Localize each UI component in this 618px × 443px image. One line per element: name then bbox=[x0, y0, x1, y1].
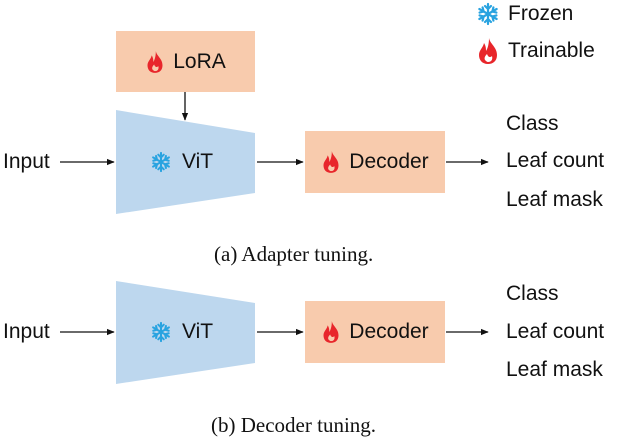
snowflake-icon bbox=[150, 151, 172, 173]
flame-icon bbox=[321, 320, 341, 344]
caption-b: (b) Decoder tuning. bbox=[211, 413, 377, 437]
vit-label-group-a: ViT bbox=[150, 150, 213, 174]
vit-encoder-shape-a bbox=[116, 110, 255, 214]
output-leaf-mask-b: Leaf mask bbox=[506, 358, 603, 381]
legend-label-trainable: Trainable bbox=[508, 39, 595, 62]
vit-label-a: ViT bbox=[182, 150, 214, 173]
vit-label-b: ViT bbox=[182, 320, 214, 343]
output-leaf-count-b: Leaf count bbox=[506, 320, 605, 343]
vit-label-group-b: ViT bbox=[150, 320, 213, 344]
legend: Frozen Trainable bbox=[476, 0, 618, 68]
flame-icon bbox=[321, 150, 341, 174]
output-class-a: Class bbox=[506, 112, 559, 135]
snowflake-icon bbox=[150, 321, 172, 343]
lora-label: LoRA bbox=[173, 49, 226, 73]
decoder-label-a: Decoder bbox=[349, 150, 429, 173]
output-class-b: Class bbox=[506, 282, 559, 305]
legend-item-trainable: Trainable bbox=[476, 37, 595, 65]
decoder-label-b: Decoder bbox=[349, 320, 429, 343]
input-label-b: Input bbox=[3, 320, 50, 343]
output-leaf-count-a: Leaf count bbox=[506, 149, 605, 172]
legend-label-frozen: Frozen bbox=[508, 2, 574, 25]
flame-icon bbox=[145, 50, 165, 74]
flame-icon bbox=[476, 37, 500, 65]
snowflake-icon bbox=[476, 2, 500, 26]
decoder-box-b: Decoder bbox=[305, 301, 445, 363]
input-label-a: Input bbox=[3, 150, 50, 173]
legend-item-frozen: Frozen bbox=[476, 2, 573, 26]
lora-box: LoRA bbox=[116, 31, 255, 92]
decoder-box-a: Decoder bbox=[305, 131, 445, 193]
output-leaf-mask-a: Leaf mask bbox=[506, 188, 603, 211]
caption-a: (a) Adapter tuning. bbox=[214, 242, 374, 266]
vit-encoder-shape-b bbox=[116, 281, 255, 384]
